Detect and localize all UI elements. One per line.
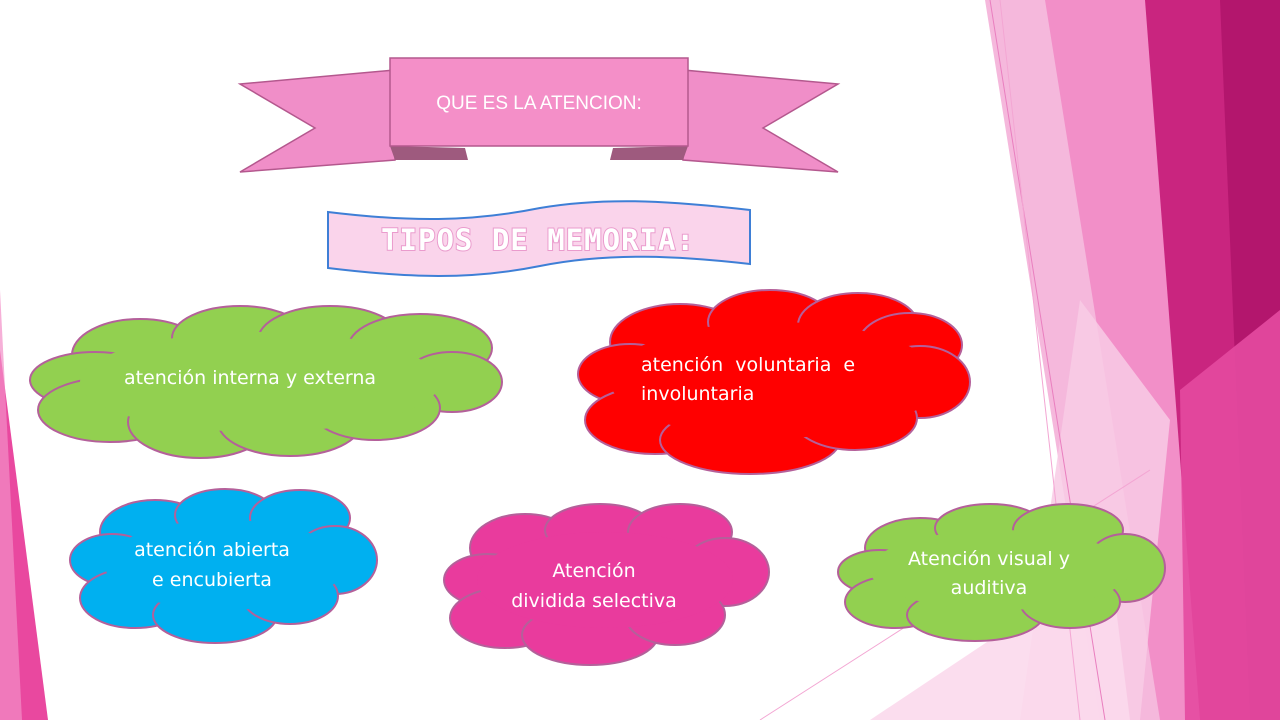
ribbon-right-fold	[610, 146, 688, 160]
cloud-divided-selective: Atención dividida selectiva	[443, 503, 770, 666]
cloud-label-line-1: atención abierta	[134, 539, 290, 561]
subtitle-banner-shape	[327, 200, 751, 277]
cloud-shape	[443, 503, 770, 666]
cloud-label-line-2: dividida selectiva	[511, 590, 677, 612]
subtitle-text: TIPOS DE MEMORIA:	[381, 223, 695, 257]
cloud-label-line-1: Atención	[552, 560, 635, 582]
cloud-visual-auditory: Atención visual y auditiva	[837, 503, 1166, 642]
cloud-shape	[69, 488, 378, 644]
cloud-shape	[837, 503, 1166, 642]
cloud-internal-external: atención interna y externa	[29, 305, 503, 459]
cloud-voluntary-involuntary: atención voluntaria e involuntaria	[577, 289, 971, 475]
decorative-background-left	[0, 290, 48, 720]
ribbon-left-fold	[390, 146, 468, 160]
cloud-shape	[29, 305, 503, 459]
ribbon-center	[389, 57, 689, 147]
title-ribbon: QUE ES LA ATENCION:	[237, 57, 841, 173]
cloud-label-line-1: atención interna y externa	[124, 367, 376, 389]
ribbon-left-tail	[237, 69, 396, 173]
cloud-label-line-1: Atención visual y	[908, 548, 1070, 570]
slide-title: QUE ES LA ATENCION:	[436, 93, 642, 114]
cloud-label-line-2: involuntaria	[641, 383, 754, 405]
cloud-label-line-1: atención voluntaria e	[641, 354, 855, 376]
cloud-shape	[577, 289, 971, 475]
cloud-open-covert: atención abierta e encubierta	[69, 488, 378, 644]
ribbon-right-tail	[682, 69, 841, 173]
subtitle-banner: TIPOS DE MEMORIA:	[327, 200, 751, 277]
cloud-label-line-2: e encubierta	[152, 569, 272, 591]
cloud-label-line-2: auditiva	[951, 577, 1028, 599]
